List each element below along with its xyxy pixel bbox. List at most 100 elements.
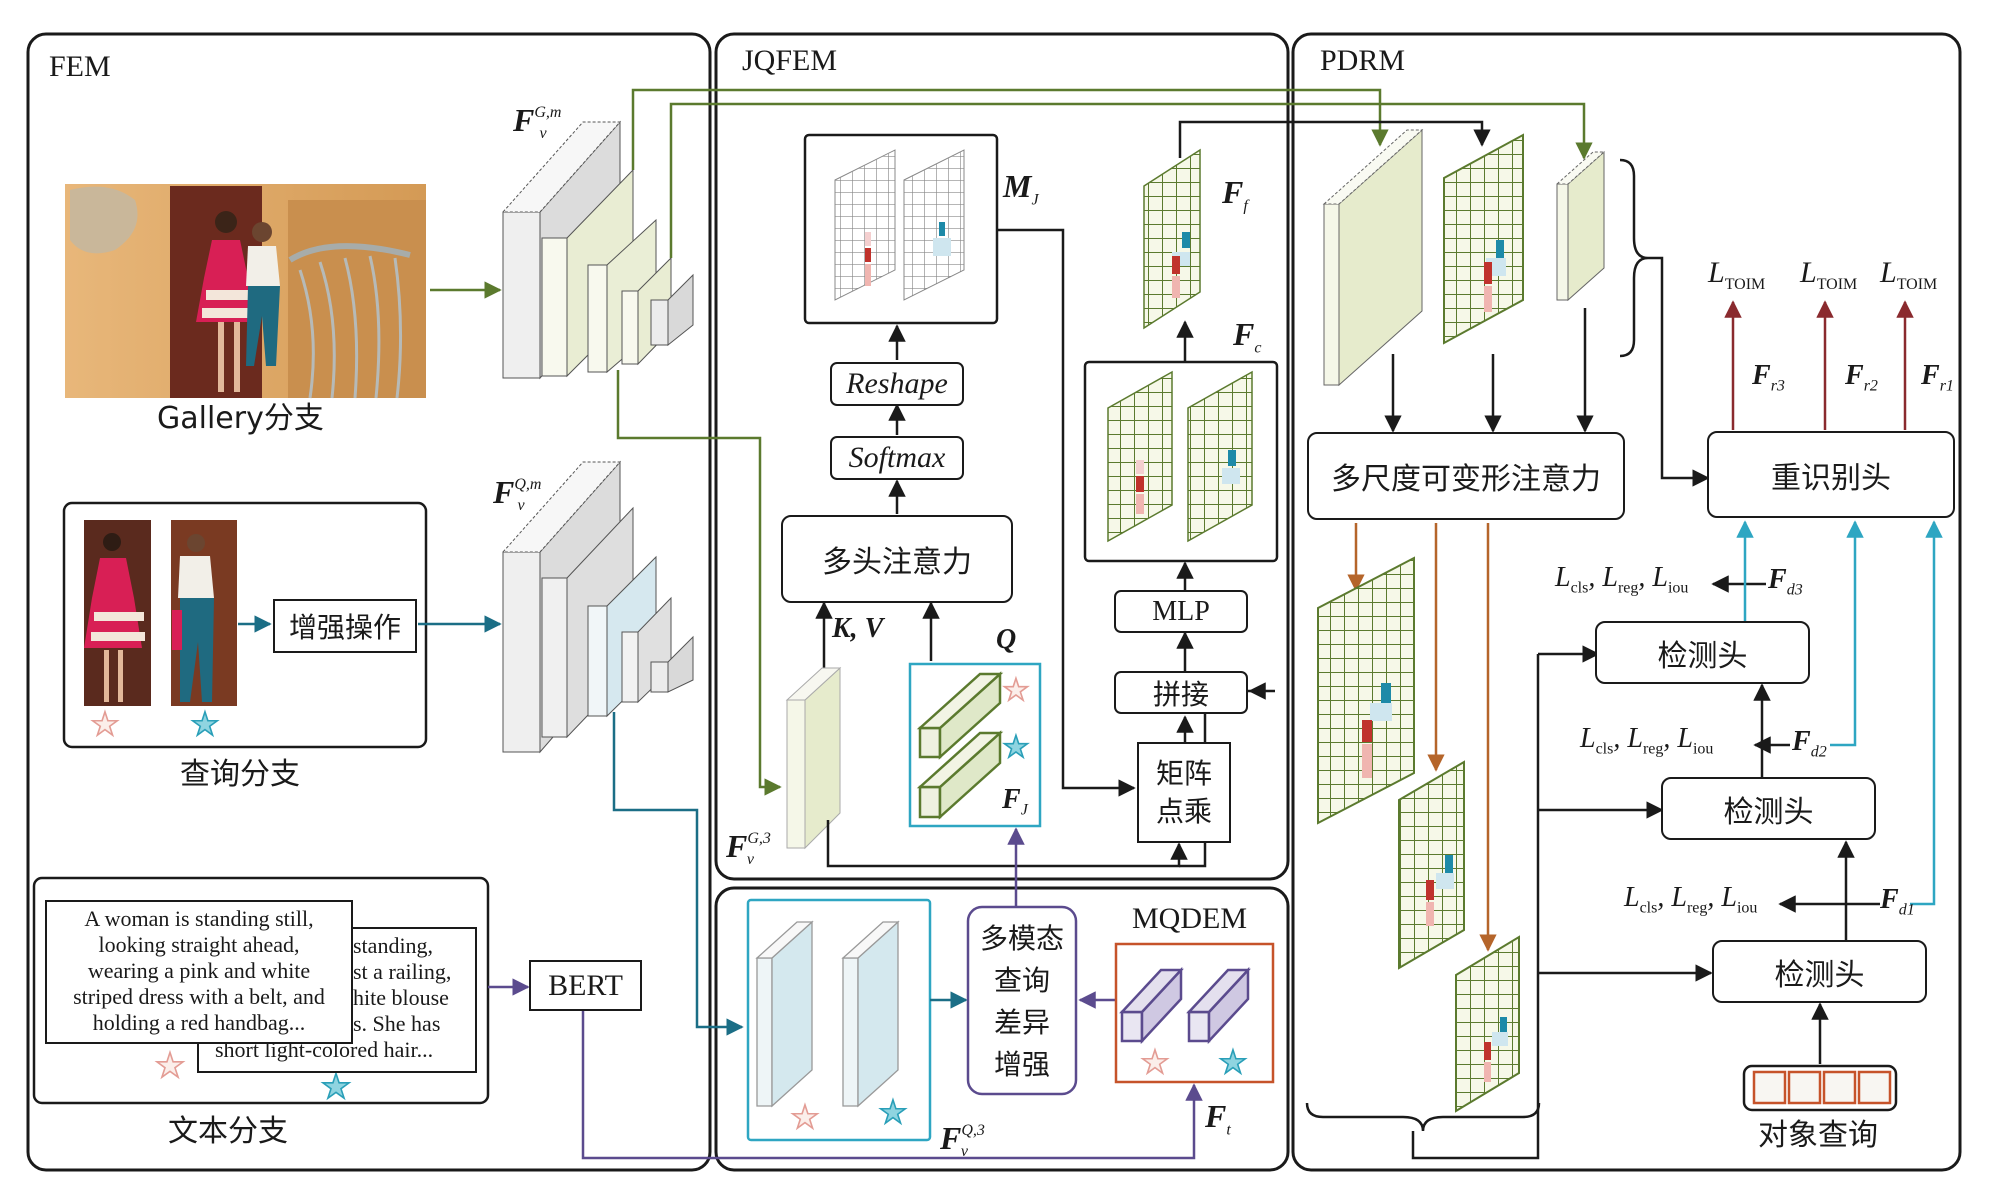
fj-vector-1: [916, 671, 1004, 760]
kv-label: K, V: [832, 613, 884, 644]
text-front-line: looking straight ahead,: [98, 932, 300, 957]
det-head-label: 检测头: [1774, 957, 1865, 993]
object-query-label: 对象查询: [1758, 1118, 1878, 1153]
star-teal-icon: ★: [191, 706, 220, 742]
fvgm-label: FG,mv: [513, 102, 562, 143]
fj-star-teal-icon: ★: [1003, 731, 1030, 764]
reshape-box: Reshape: [830, 362, 964, 406]
toim-loss-1: LTOIM: [1880, 256, 1938, 293]
concat-box: 拼接: [1114, 671, 1248, 714]
det-loss-1: Lcls, Lreg, Liou: [1624, 882, 1758, 917]
brace-to-reid-line: [1648, 256, 1710, 487]
pdrm-feature-slab-3: [1555, 150, 1606, 302]
fj-star-pink-icon: ★: [1003, 674, 1030, 707]
fem-panel: [26, 32, 712, 1172]
augment-label: 增强操作: [288, 611, 401, 644]
mj-attention-map-box: [803, 133, 999, 325]
fvq3-star-pink-icon: ★: [791, 1099, 820, 1135]
fem-title: FEM: [49, 50, 111, 83]
pdrm-grid-feature: [1443, 133, 1524, 345]
jqfem-panel: [714, 32, 1290, 881]
fr3-label: Fr3: [1752, 360, 1785, 395]
fd2-to-reid-line: [1830, 520, 1864, 747]
fr2-label: Fr2: [1845, 360, 1878, 395]
fvq3-star-teal-icon: ★: [879, 1094, 908, 1130]
pdrm-feature-slab-1: [1322, 128, 1424, 387]
text-branch-box: [32, 876, 490, 1105]
object-query-slot-4: [1857, 1070, 1892, 1105]
fvg3-to-matmul-line: [826, 820, 1188, 868]
matmul-label-2: 点乘: [1155, 794, 1212, 828]
brace-to-det-line: [1411, 654, 1540, 1160]
mj-grid-2: [903, 149, 965, 301]
query-feature-pyramid: [501, 460, 694, 754]
query-image-1: [84, 520, 151, 706]
bert-box: BERT: [529, 960, 642, 1011]
toim-loss-2: LTOIM: [1800, 256, 1858, 293]
mlp-label: MLP: [1152, 595, 1210, 627]
fvg3-feature-slab: [785, 666, 842, 850]
gallery-feature-pyramid: [501, 120, 694, 380]
pdrm-title: PDRM: [1320, 44, 1406, 77]
bottom-brace-icon: [1305, 1102, 1541, 1132]
ft-label: Ft: [1205, 1098, 1231, 1139]
gallery-to-pdrm-line-2: [669, 102, 1593, 258]
text-back-line: standing,: [353, 933, 434, 958]
text-front-line: holding a red handbag...: [92, 1010, 306, 1035]
bert-to-ft-line: [581, 1010, 1203, 1160]
ft-star-pink-icon: ★: [1141, 1044, 1170, 1080]
fvq3-label: FQ,3v: [940, 1120, 985, 1161]
matmul-box: 矩阵 点乘: [1137, 742, 1231, 843]
augment-box: 增强操作: [273, 599, 417, 653]
object-query-slot-1: [1752, 1070, 1787, 1105]
gallery-branch-label: Gallery分支: [157, 401, 324, 436]
softmax-box: Softmax: [830, 436, 964, 480]
det-loss-3: Lcls, Lreg, Liou: [1555, 562, 1689, 597]
mj-to-matmul-line: [997, 228, 1136, 797]
query-to-mqdem-line: [612, 712, 744, 1036]
gallery-to-pdrm-line-1: [631, 88, 1389, 170]
reid-head-box: 重识别头: [1707, 431, 1955, 518]
mqdem-module-label: 多模态 查询 差异 增强: [975, 918, 1069, 1086]
gallery-to-fvg3-line: [616, 370, 782, 796]
msda-label: 多尺度可变形注意力: [1331, 462, 1601, 497]
fvqm-label: FQ,mv: [493, 474, 542, 515]
jqfem-title: JQFEM: [742, 44, 838, 77]
reshape-label: Reshape: [846, 367, 948, 400]
pdrm-panel: [1291, 32, 1962, 1172]
det-head-2-box: 检测头: [1661, 777, 1876, 840]
ff-label: Ff: [1222, 174, 1248, 215]
det-head-label: 检测头: [1657, 638, 1748, 674]
fj-vector-2: [916, 730, 1004, 820]
star-pink-icon: ★: [91, 706, 120, 742]
fvq3-slab-2: [841, 920, 900, 1108]
ff-grid: [1143, 148, 1201, 330]
object-query-slot-2: [1787, 1070, 1822, 1105]
fd1-label: Fd1: [1880, 884, 1915, 919]
text-front-line: striped dress with a belt, and: [73, 984, 325, 1009]
reid-head-label: 重识别头: [1771, 460, 1891, 496]
mqdem-line: 查询: [993, 964, 1050, 997]
mqdem-line: 差异: [993, 1006, 1050, 1039]
msda-grid-3: [1455, 935, 1520, 1113]
text-back-line: hite blouse: [353, 985, 449, 1010]
mj-label: MJ: [1003, 168, 1039, 209]
right-brace-icon: [1619, 158, 1649, 358]
mlp-box: MLP: [1114, 590, 1248, 633]
text-card-front: A woman is standing still, looking strai…: [45, 900, 353, 1044]
q-label: Q: [996, 624, 1017, 655]
multi-head-attention-box: 多头注意力: [781, 515, 1013, 603]
fd3-label: Fd3: [1768, 564, 1803, 599]
text-front-line: wearing a pink and white: [87, 958, 311, 983]
det-loss-2: Lcls, Lreg, Liou: [1580, 723, 1714, 758]
mqdem-title: MQDEM: [1132, 902, 1248, 935]
toim-loss-3: LTOIM: [1708, 256, 1766, 293]
msda-box: 多尺度可变形注意力: [1307, 432, 1625, 520]
det-head-1-box: 检测头: [1712, 940, 1927, 1003]
star-teal-text-icon: ★: [321, 1069, 351, 1106]
star-pink-text-icon: ★: [155, 1048, 185, 1085]
ff-to-pdrm-line: [1178, 120, 1491, 158]
ft-vector-2: [1186, 966, 1251, 1045]
mqdem-line: 增强: [993, 1048, 1050, 1081]
